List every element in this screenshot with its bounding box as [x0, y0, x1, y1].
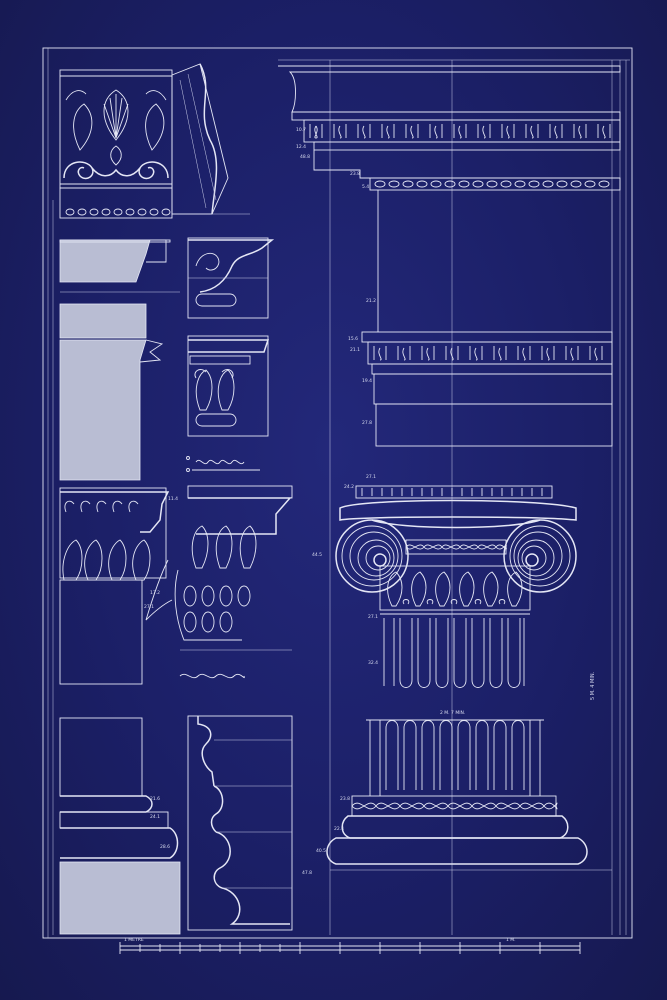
small-frieze-fragment: [186, 456, 260, 472]
dim-label: 21.6: [150, 796, 160, 802]
ionic-column-base: 23.8 22.4 40.5 47.8: [302, 719, 612, 876]
dim-label: 24.2: [344, 484, 354, 490]
dim-label: 27.1: [368, 614, 378, 620]
cornice-block-profile: [171, 63, 250, 215]
frieze-block: 21.2: [366, 190, 613, 332]
dim-label: 21.1: [350, 347, 360, 353]
right-volute: [503, 519, 577, 593]
anthemion-frieze-detail: [59, 69, 173, 219]
dim-label: 11.4: [168, 496, 178, 502]
dim-label: 27.1: [144, 604, 154, 610]
dim-label: 15.6: [348, 336, 358, 342]
dim-label: 10.7: [296, 127, 306, 133]
scale-bar: 1 METRE 1 M.: [119, 937, 581, 954]
dim-label: 27.8: [362, 420, 372, 426]
entablature-cornice: 10.7 12.4 48.8 23.8 5.4: [278, 65, 621, 191]
dim-label: 28.6: [160, 844, 170, 850]
dim-label: 48.8: [300, 154, 310, 160]
dim-label: 23.8: [350, 171, 360, 177]
side-measure-label: 5 M. 4 MIN.: [590, 671, 596, 700]
leaf-detail-middle: [187, 335, 270, 437]
architrave-section-upper: [59, 239, 180, 481]
dim-label: 27.1: [366, 474, 376, 480]
dim-label: 23.8: [340, 796, 350, 802]
capital-side-profile: [145, 485, 293, 679]
ionic-capital: 24.2 27.1 44.5 27.1 32.4: [312, 474, 577, 688]
dim-label: 21.2: [366, 298, 376, 304]
scale-left-label: 1 METRE: [124, 937, 144, 943]
dim-label: 12.4: [296, 144, 306, 150]
bead-band: [374, 180, 610, 188]
egg-and-dart-band-top: [309, 124, 611, 139]
dim-label: 19.4: [362, 378, 372, 384]
column-flutes-bottom: [366, 719, 544, 796]
dim-label: 24.1: [150, 814, 160, 820]
bracket-detail-top: [187, 237, 275, 319]
base-moulding-profile: [187, 715, 293, 931]
dim-label: 40.5: [316, 848, 326, 854]
dim-label: 32.4: [368, 660, 378, 666]
dim-label: 44.5: [312, 552, 322, 558]
dim-label: 5.4: [362, 184, 369, 190]
left-volute: [335, 519, 409, 593]
base-section-profile: 21.6 24.1 28.6: [59, 717, 181, 935]
architrave-crown: 15.6 21.1 19.4 27.8: [348, 331, 613, 447]
scale-right-label: 1 M.: [506, 937, 516, 943]
plate-frame: [42, 47, 633, 939]
dim-label: 22.4: [334, 826, 344, 832]
column-flutes-top: [383, 618, 525, 688]
main-measure-label: 2 M. 7 MIN.: [440, 710, 465, 716]
dim-label: 47.8: [302, 870, 312, 876]
capital-section-profile: 11.4 17.2 27.1: [59, 487, 178, 685]
